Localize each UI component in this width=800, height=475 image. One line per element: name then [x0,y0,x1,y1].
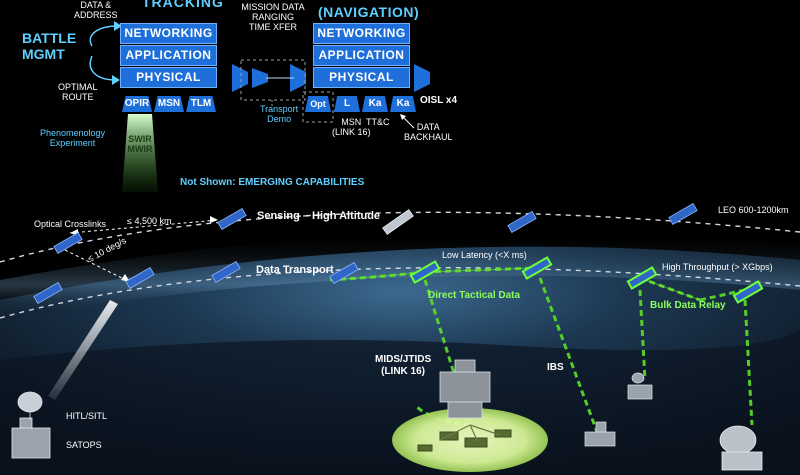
tracking-networking-layer: NETWORKING [120,23,217,44]
satops-station [11,391,51,459]
payload-msn: MSN [154,96,184,112]
data-transport-label: Data Transport [256,264,334,276]
tracking-application-layer: APPLICATION [120,45,217,66]
ttc-label: TT&C [366,117,390,127]
orbit-high [0,211,800,263]
msn-link16-label: MSN (LINK 16) [332,117,371,137]
tracking-physical-layer: PHYSICAL [120,67,217,88]
swir-beam [122,114,158,192]
navigation-physical-layer: PHYSICAL [313,67,410,88]
data-backhaul-label: DATA BACKHAUL [404,122,453,142]
payload-tlm: TLM [186,96,216,112]
payload-opir: OPIR [122,96,152,112]
navigation-application-layer: APPLICATION [313,45,410,66]
leo-label: LEO 600-1200km [718,205,789,215]
distance-label: ≤ 4,500 km [127,216,172,226]
navigation-networking-layer: NETWORKING [313,23,410,44]
hitl-sitl-label: HITL/SITL [66,411,108,421]
payload-opt: Opt [305,96,331,112]
oisl-label: OISL x4 [420,95,458,106]
ibs-label: IBS [547,362,564,373]
not-shown-note: Not Shown: EMERGING CAPABILITIES [180,177,365,188]
direct-tactical-label: Direct Tactical Data [428,290,521,301]
battle-mgmt-label: BATTLE MGMT [22,30,77,62]
payload-l: L [334,96,360,112]
satops-label: SATOPS [66,440,102,450]
low-latency-label: Low Latency (<X ms) [442,250,527,260]
optimal-route-label: OPTIMAL ROUTE [58,82,98,102]
payload-ka-2: Ka [390,96,416,112]
payload-ka-1: Ka [362,96,388,112]
navigation-title: (NAVIGATION) [318,4,420,20]
optical-crosslinks-label: Optical Crosslinks [34,219,107,229]
mission-data-label: MISSION DATA RANGING TIME XFER [241,2,305,32]
mids-jtids-label: MIDS/JTIDS (LINK 16) [375,354,432,377]
data-address-label: DATA & ADDRESS [74,0,118,20]
swir-mwir-label: SWIR MWIR [127,134,153,154]
ground-beam [48,300,118,400]
transport-demo-label: Transport Demo [260,104,299,124]
high-throughput-label: High Throughput (> XGbps) [662,262,773,272]
sensing-label: Sensing – High Altitude [257,210,381,222]
phenomenology-label: Phenomenology Experiment [40,128,106,148]
orbit-low [0,267,800,319]
bulk-data-relay-label: Bulk Data Relay [650,300,726,311]
tracking-title: TRACKING [142,0,224,10]
